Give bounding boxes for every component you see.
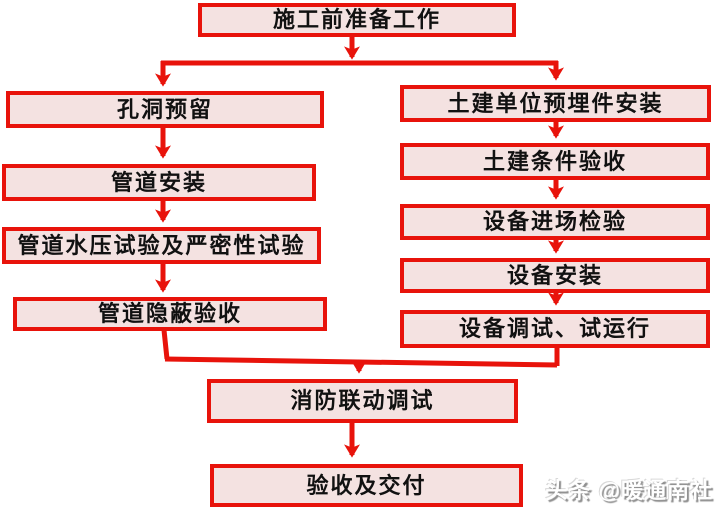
- watermark: 头条 @暖通南社: [545, 478, 713, 503]
- connector-line: [161, 329, 170, 360]
- node-equipment-installation: 设备安装: [400, 258, 710, 293]
- node-equipment-entry-inspection: 设备进场检验: [400, 204, 710, 240]
- node-pipe-concealment-acceptance: 管道隐蔽验收: [13, 297, 327, 331]
- node-hole-reservation: 孔洞预留: [6, 91, 324, 128]
- node-civil-condition-acceptance: 土建条件验收: [400, 143, 710, 180]
- node-acceptance-and-delivery: 验收及交付: [210, 464, 523, 507]
- connector-line: [164, 356, 558, 368]
- node-fire-linkage-commissioning: 消防联动调试: [207, 379, 518, 423]
- node-pipe-pressure-tightness-test: 管道水压试验及严密性试验: [2, 227, 321, 264]
- node-equipment-commissioning-trial-run: 设备调试、试运行: [400, 310, 710, 348]
- node-pre-construction-prep: 施工前准备工作: [198, 3, 516, 37]
- node-civil-embedded-parts-installation: 土建单位预埋件安装: [400, 85, 711, 122]
- node-pipe-installation: 管道安装: [2, 164, 316, 201]
